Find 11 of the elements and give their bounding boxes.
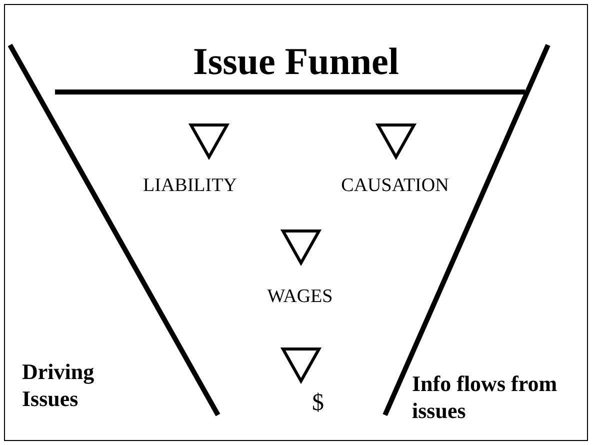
node-label: LIABILITY [142,175,238,197]
node-label: WAGES [266,286,334,308]
triangle-marker [280,346,322,384]
triangle-marker [280,228,322,266]
triangle-marker [188,122,230,160]
side-note: Driving Issues [22,358,96,412]
side-note: Info flows from issues [412,370,558,424]
node-label: $ [312,390,324,417]
funnel-title: Issue Funnel [192,40,400,84]
node-label: CAUSATION [340,175,450,197]
triangle-marker [375,122,417,160]
